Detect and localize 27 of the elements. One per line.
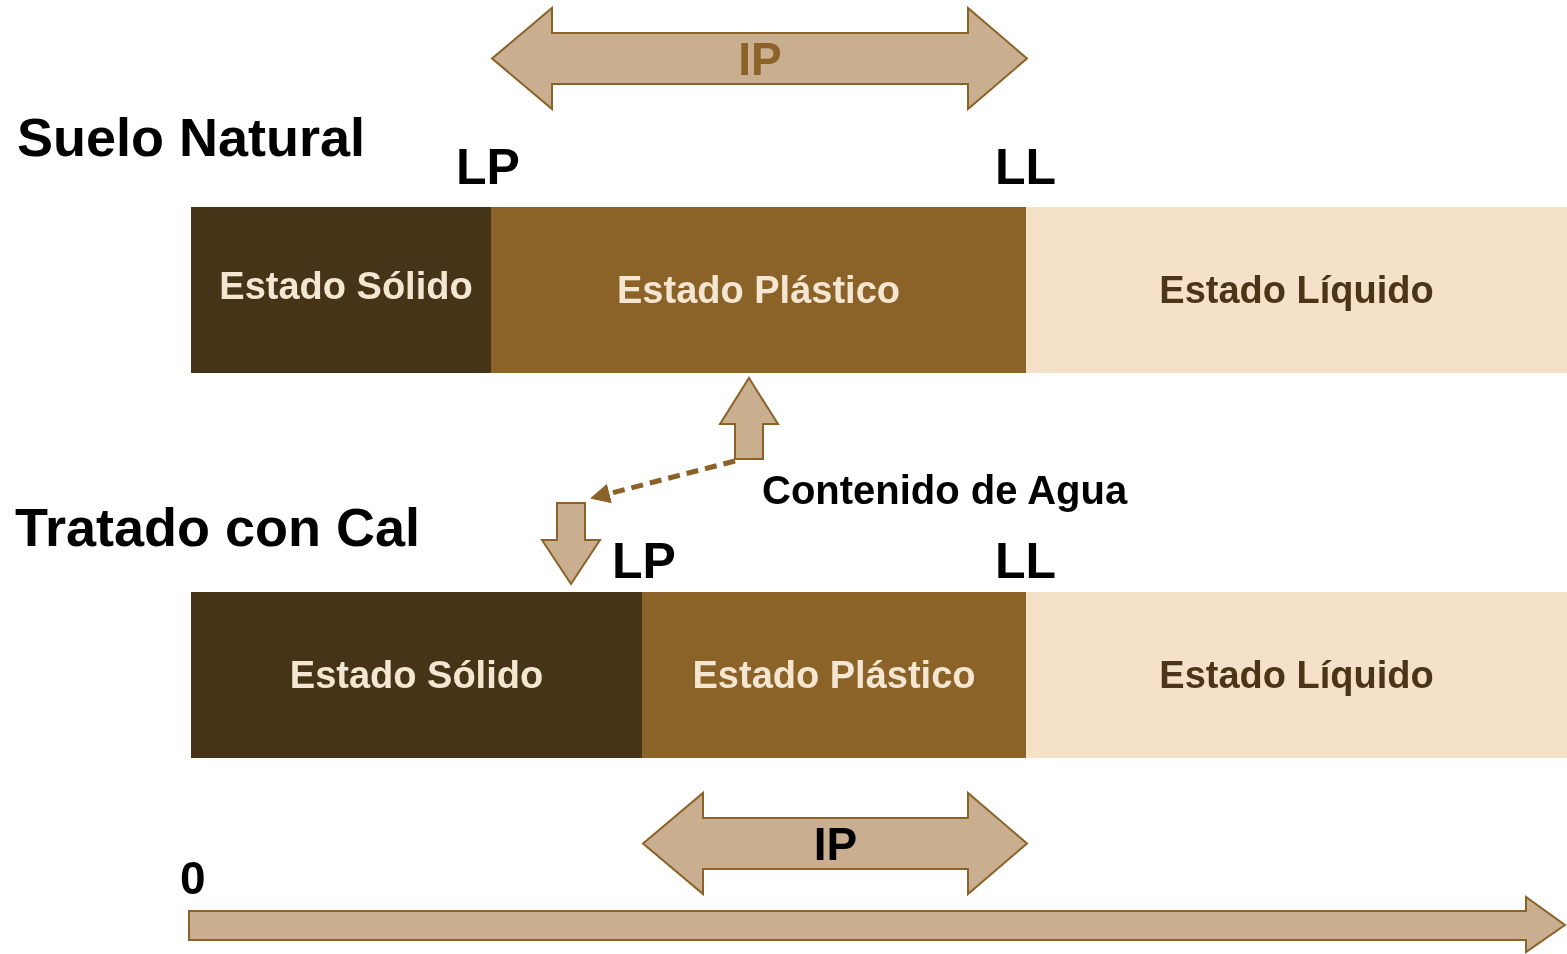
state-label: Estado Líquido (1159, 653, 1434, 697)
double-arrow (643, 793, 1028, 894)
state-label: Estado Plástico (692, 653, 976, 697)
state-label: Estado Sólido (289, 653, 544, 697)
section-title: Tratado con Cal (15, 500, 421, 554)
state-bar (1026, 207, 1567, 373)
limit-label: LP (612, 536, 676, 586)
axis-tick-label: 0 (180, 855, 206, 901)
state-label: Estado Plástico (617, 268, 900, 312)
state-bar (191, 592, 642, 758)
state-bar (642, 592, 1026, 758)
up-arrow (720, 378, 778, 459)
state-bar (1026, 592, 1567, 758)
state-label: Estado Líquido (1159, 268, 1434, 312)
state-bar (191, 207, 491, 373)
state-label: Estado Sólido (219, 264, 473, 308)
axis-title: Contenido de Agua (762, 470, 1128, 510)
index-label: IP (813, 816, 858, 871)
limit-label: LL (995, 536, 1057, 586)
dashed-arrow (590, 458, 736, 504)
state-bar (491, 207, 1026, 373)
limit-label: LL (995, 142, 1057, 192)
section-title: Suelo Natural (17, 110, 366, 164)
limit-label: LP (456, 142, 520, 192)
index-label: IP (738, 31, 782, 86)
down-arrow (542, 503, 600, 584)
double-arrow (492, 8, 1028, 109)
